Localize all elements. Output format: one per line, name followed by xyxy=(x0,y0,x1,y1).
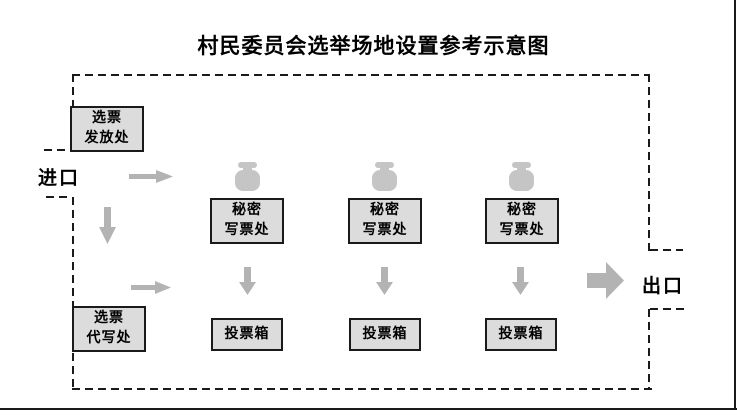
arrow-right-icon-proxy xyxy=(131,281,171,294)
arrow-right-large-icon-exit xyxy=(587,262,624,299)
arrow-right-icon-entrance xyxy=(129,170,173,183)
voter-icon-neck xyxy=(243,166,252,171)
exit-gap-bottom-wing xyxy=(650,308,686,310)
voter-icon-cap xyxy=(375,162,394,168)
voter-icon-cap xyxy=(512,162,531,168)
arrow-down-icon-booth-1 xyxy=(239,267,256,295)
voter-icon-body xyxy=(235,170,260,191)
ballot-distribution-box: 选票 发放处 xyxy=(70,106,144,152)
ballot-proxy-writing-box: 选票 代写处 xyxy=(72,306,146,352)
voter-icon-body xyxy=(372,170,397,191)
arrow-down-icon-booth-2 xyxy=(376,267,393,295)
entrance-gap-bottom-wing xyxy=(46,196,72,198)
boundary-top xyxy=(72,74,650,76)
voter-icon-cap xyxy=(238,162,257,168)
arrow-down-icon-booth-3 xyxy=(512,267,529,295)
exit-gap-top-wing xyxy=(650,249,683,251)
voter-icon xyxy=(235,162,260,191)
arrow-down-icon-entrance xyxy=(99,207,116,244)
diagram-title: 村民委员会选举场地设置参考示意图 xyxy=(197,34,550,58)
voter-icon-neck xyxy=(517,166,526,171)
exit-label: 出口 xyxy=(642,276,685,297)
boundary-left-lower xyxy=(72,197,74,390)
voter-icon-body xyxy=(509,170,534,191)
boundary-bottom xyxy=(72,388,652,390)
boundary-right-lower xyxy=(648,309,650,390)
page-right-rule xyxy=(734,0,736,410)
page-bottom-rule xyxy=(0,408,737,410)
voter-icon xyxy=(372,162,397,191)
secret-booth-box-3: 秘密 写票处 xyxy=(485,198,559,244)
voter-icon xyxy=(509,162,534,191)
boundary-right-upper xyxy=(648,74,650,251)
ballot-box-1: 投票箱 xyxy=(211,318,283,351)
entrance-label: 进口 xyxy=(38,168,81,189)
entrance-gap-top-wing xyxy=(44,149,72,151)
secret-booth-box-2: 秘密 写票处 xyxy=(348,198,422,244)
ballot-box-2: 投票箱 xyxy=(349,318,421,351)
ballot-box-3: 投票箱 xyxy=(485,318,557,351)
voter-icon-neck xyxy=(380,166,389,171)
secret-booth-box-1: 秘密 写票处 xyxy=(210,198,284,244)
